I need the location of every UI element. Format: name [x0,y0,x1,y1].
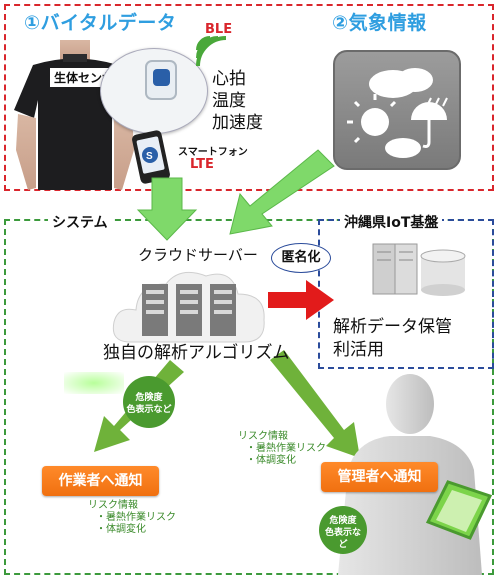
algorithm-label: 独自の解析アルゴリズム [103,343,290,363]
storage-line1: 解析データ保管 [333,317,452,337]
sensor-device-icon [145,60,177,100]
worker-risk-title: リスク情報 [88,500,138,511]
weather-title: ②気象情報 [332,12,427,34]
manager-risk-item-1: ・暑熱作業リスク [246,443,326,454]
ble-label: BLE [205,22,233,37]
metric-temperature: 温度 [212,91,246,111]
metric-heartrate: 心拍 [212,69,246,89]
worker-risk-item-1: ・暑熱作業リスク [96,512,176,523]
system-label: システム [48,212,112,232]
storage-line2: 利活用 [333,340,384,360]
worker-bubble-line1: 危険度 [135,393,163,403]
cloud-server-icon [112,271,265,343]
svg-text:S: S [146,151,153,162]
metric-acceleration: 加速度 [212,113,263,133]
smartphone-label: スマートフォン [178,147,248,158]
manager-bubble-line2: 色表示な [324,528,361,538]
manager-danger-bubble: 危険度 色表示な ど [319,506,367,554]
glow-effect [64,372,124,394]
manager-risk-item-2: ・体調変化 [246,455,296,466]
manager-notify-badge: 管理者へ通知 [321,462,438,492]
manager-bubble-line3: ど [338,540,348,550]
storage-icon [372,243,466,296]
tablet-icon [425,480,493,540]
wireless-icon [196,36,227,67]
worker-risk-item-2: ・体調変化 [96,524,146,535]
okinawa-title: 沖縄県IoT基盤 [340,212,443,232]
smartphone-icon: S [132,130,170,184]
manager-bubble-line1: 危険度 [329,516,357,526]
worker-danger-bubble: 危険度 色表示など [123,376,175,428]
worker-bubble-line2: 色表示など [126,405,172,415]
vital-title: ①バイタルデータ [24,12,177,34]
lte-label: LTE [190,157,214,172]
worker-notify-badge: 作業者へ通知 [42,466,159,496]
weather-icon [347,68,448,158]
manager-risk-title: リスク情報 [238,431,288,442]
vital-data-frame [4,4,494,191]
anonymize-badge: 匿名化 [271,243,331,273]
cloud-server-label: クラウドサーバー [138,246,258,264]
